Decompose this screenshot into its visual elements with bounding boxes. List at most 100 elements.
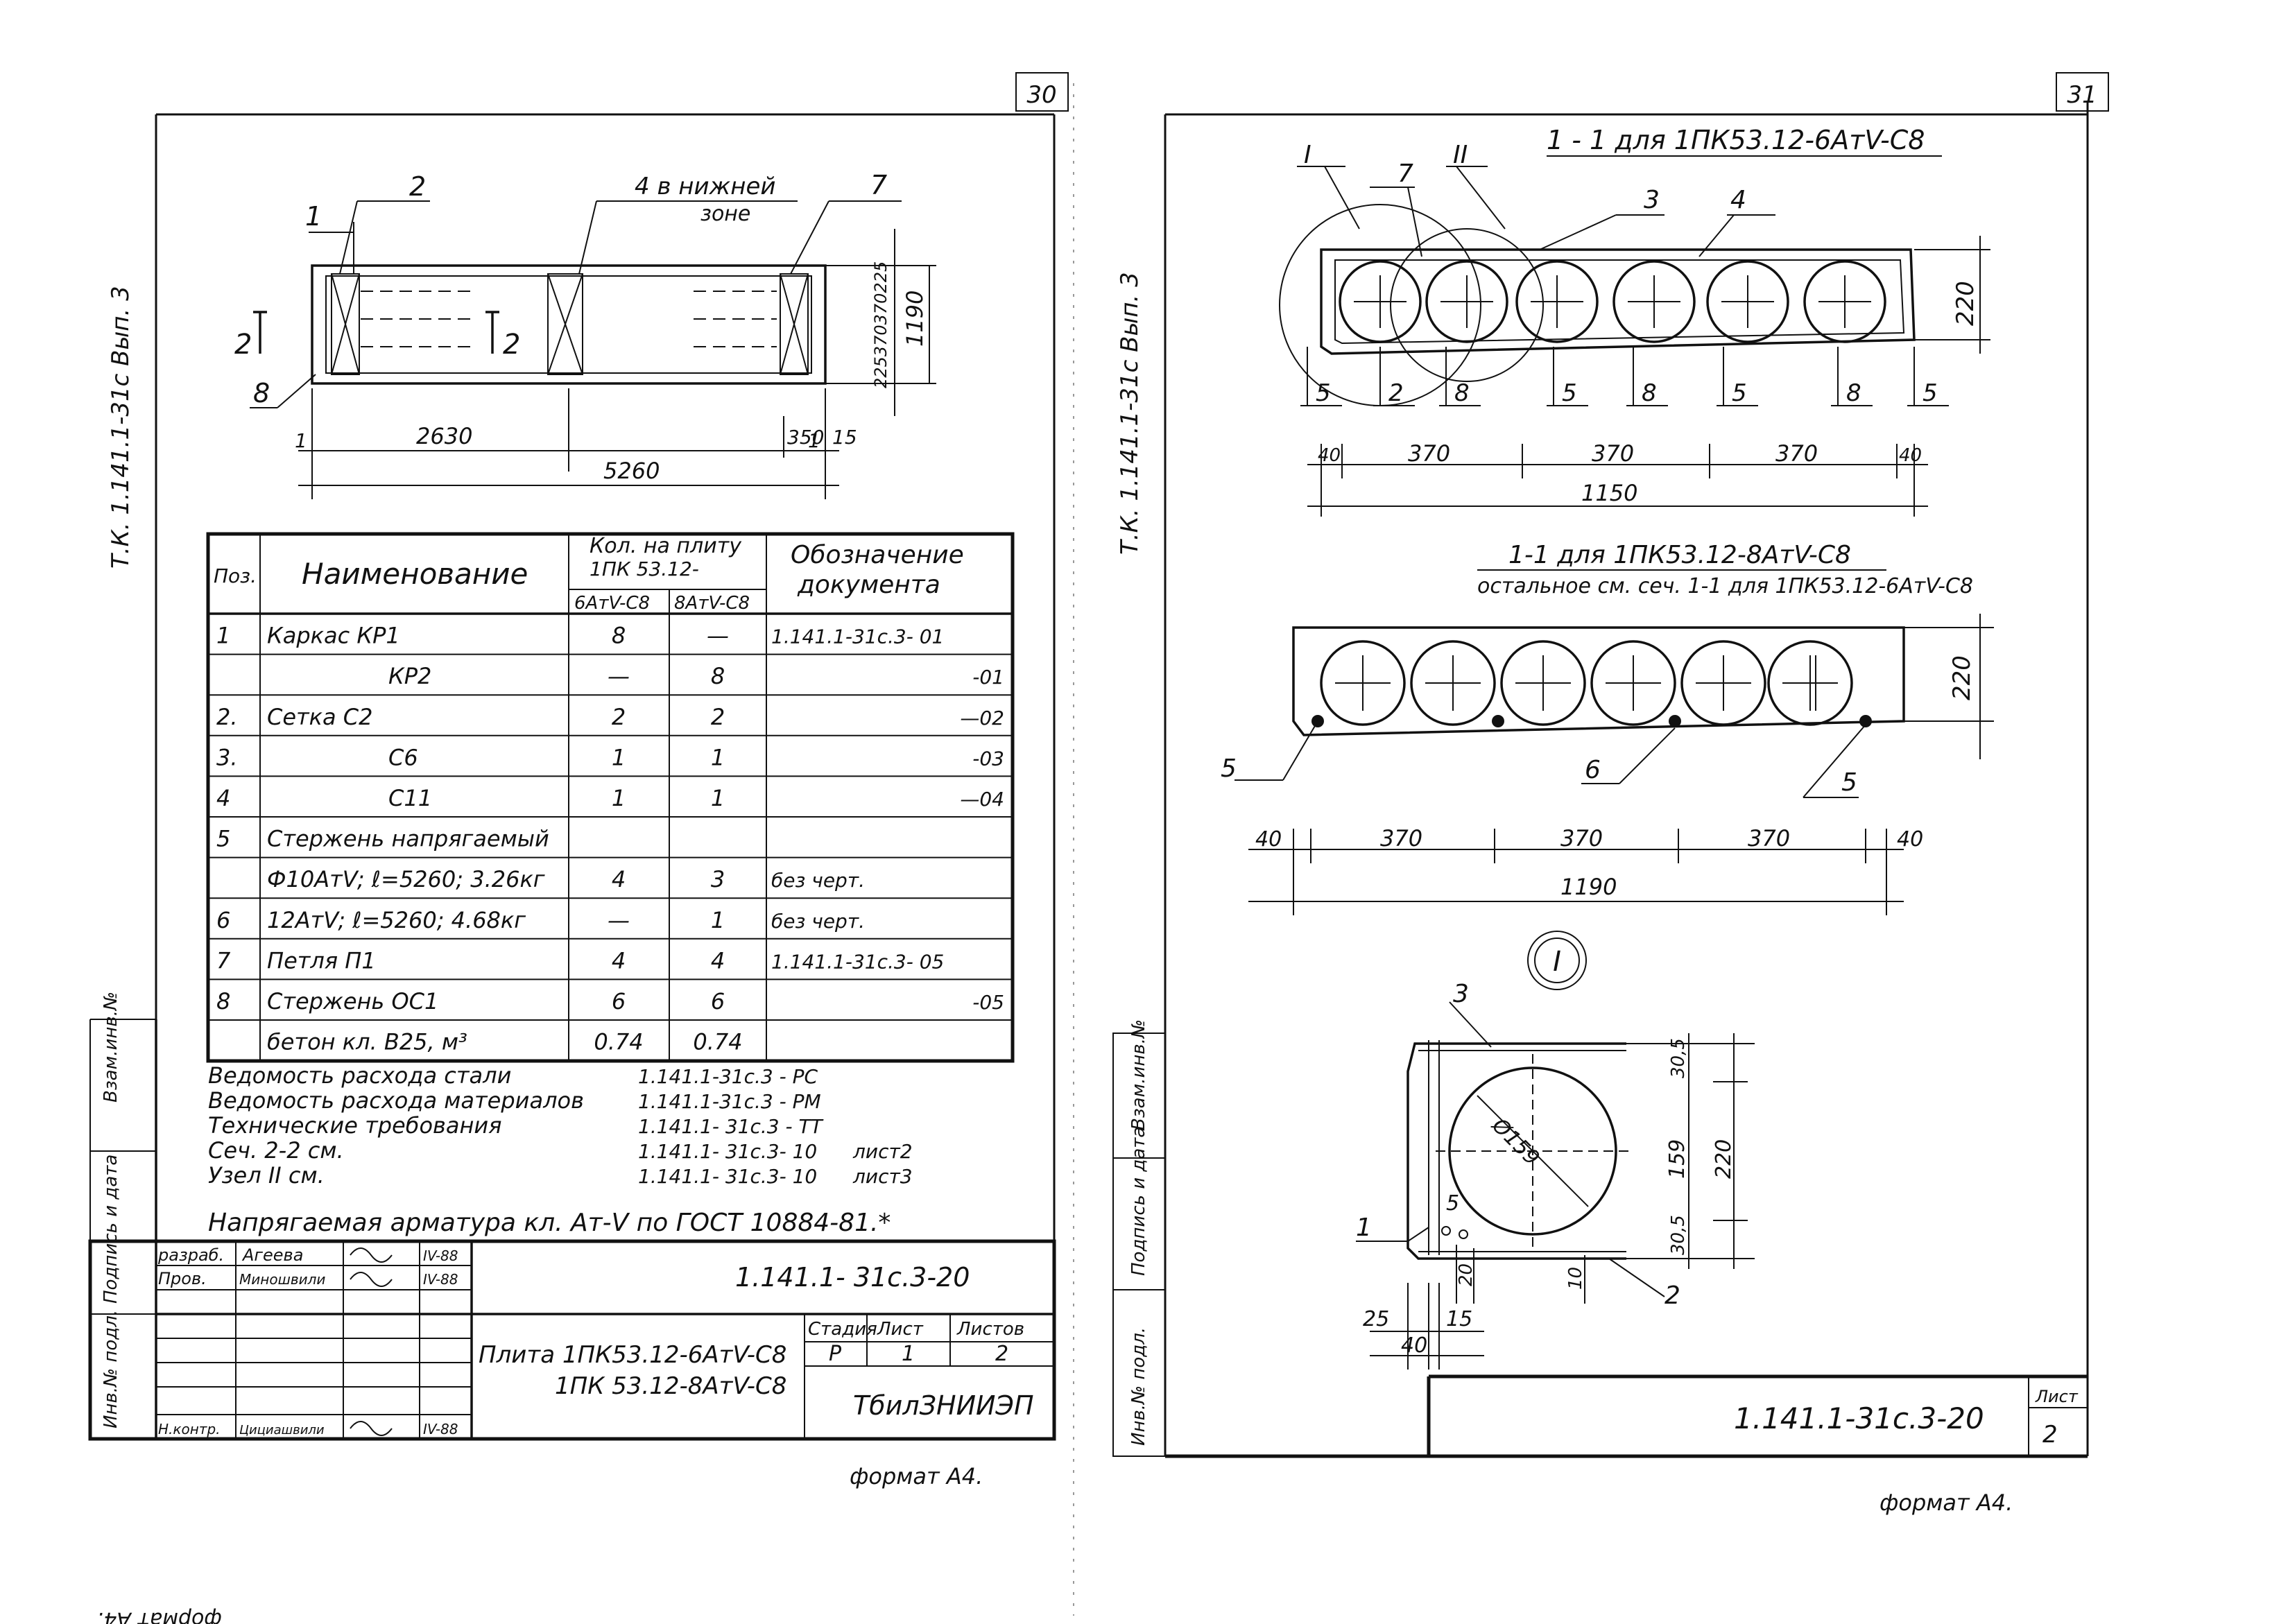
note-ref: 1.141.1- 31с.3 - ТТ [638,1115,824,1138]
svg-text:5: 5 [1446,1191,1459,1216]
void-circle [1803,260,1886,343]
svg-text:20: 20 [1456,1263,1477,1286]
table-cell-a: — [608,663,630,689]
svg-text:220: 220 [1952,281,1979,326]
svg-text:30,5: 30,5 [1668,1038,1689,1078]
table-cell-pos: 3. [216,744,238,770]
table-cell-pos: 7 [216,947,231,974]
note-reinforcement: Напрягаемая арматура кл. Ат-V по ГОСТ 10… [208,1209,891,1237]
table-cell-b: 4 [711,947,725,974]
table-cell-b: 1 [711,907,725,933]
table-cell-a: 1 [612,785,626,811]
svg-text:2: 2 [503,329,520,361]
table-cell-doc: —04 [960,788,1004,811]
note-text: Узел II см. [208,1162,325,1189]
leader-label: 5 [1732,379,1747,407]
svg-text:8: 8 [253,378,270,408]
note-ref: 1.141.1-31с.3 - РС [638,1065,818,1088]
svg-text:2630: 2630 [416,423,472,449]
svg-text:4 в нижней: 4 в нижней [635,173,776,200]
svg-text:остальное см. сеч. 1-1 для 1ПК: остальное см. сеч. 1-1 для 1ПК53.12-6АтV… [1477,574,1973,598]
svg-text:10: 10 [1565,1267,1586,1290]
svg-text:220: 220 [1712,1139,1736,1179]
svg-text:40: 40 [1899,445,1922,466]
leader-label: 5 [1562,379,1577,407]
svg-text:370: 370 [1775,440,1818,467]
void-circle [1680,640,1766,726]
svg-text:350: 350 [787,426,824,449]
svg-text:Листов: Листов [956,1319,1024,1340]
svg-text:370: 370 [1748,825,1790,852]
table-cell-pos: 6 [216,907,230,933]
svg-text:40: 40 [1897,827,1923,852]
table-cell-b: 3 [711,866,725,892]
svg-text:370: 370 [1380,825,1422,852]
note-extra: лист3 [852,1165,913,1188]
svg-text:2: 2 [234,329,252,361]
table-cell-pos: 4 [216,785,230,811]
svg-text:Агеева: Агеева [241,1245,303,1265]
bleed-through-text: формат А4. [97,1607,222,1624]
svg-text:220: 220 [1948,655,1976,700]
svg-text:Лист: Лист [2035,1387,2079,1406]
table-cell-b: 1 [711,785,725,811]
section-title-2: 1-1 для 1ПК53.12-8АтV-С8 [1508,541,1851,569]
table-cell-a: 1 [612,744,626,770]
specification-table: Поз. Наименование Кол. на плиту 1ПК 53.1… [206,532,1015,1063]
svg-text:Инв.№ подл.: Инв.№ подл. [101,1310,121,1428]
svg-text:15: 15 [1446,1307,1472,1331]
svg-text:6: 6 [1585,756,1601,784]
page-number-left: 30 [1026,81,1056,109]
svg-text:40: 40 [1401,1333,1427,1358]
svg-text:Подпись и дата: Подпись и дата [1128,1127,1149,1276]
table-cell-doc: 1.141.1-31с.3- 05 [771,950,944,973]
title-block-left: Взам.инв.№ Подпись и дата Инв.№ подл. ра… [88,992,1056,1441]
svg-text:1: 1 [1356,1213,1372,1242]
svg-text:1: 1 [295,429,307,452]
svg-text:IV-88: IV-88 [423,1421,458,1437]
table-cell-name: Каркас КР1 [267,623,400,649]
svg-text:1190: 1190 [902,291,928,347]
void-circle [1500,640,1586,726]
svg-text:Взам.инв.№: Взам.инв.№ [1128,1019,1149,1130]
void-circle [1339,260,1422,343]
svg-text:Миношвили: Миношвили [239,1271,325,1288]
table-cell-b: 1 [711,744,725,770]
note-ref: 1.141.1-31с.3 - РМ [638,1090,821,1113]
table-cell-name: С6 [388,744,418,770]
right-sheet: 31 Т.К. 1.141.1-31с Вып. 3 1 - 1 для 1ПК… [1112,72,2109,1516]
void-circle [1590,640,1676,726]
table-cell-name: Петля П1 [267,947,376,974]
side-label-right: Т.К. 1.141.1-31с Вып. 3 [1116,272,1144,555]
side-label-left: Т.К. 1.141.1-31с Вып. 3 [107,286,135,569]
svg-text:ТбилЗНИИЭП: ТбилЗНИИЭП [853,1390,1034,1421]
title-block-right: Взам.инв.№ Подпись и дата Инв.№ подл. 1.… [1112,1019,2088,1458]
svg-text:40: 40 [1255,827,1282,852]
void-circle [1612,260,1696,343]
svg-text:8АтV-С8: 8АтV-С8 [674,593,750,614]
leader-label: 2 [1388,379,1404,407]
note-extra: лист2 [852,1140,913,1163]
svg-text:Ø159: Ø159 [1486,1112,1544,1170]
svg-text:1190: 1190 [1560,874,1617,900]
void-circle [1320,640,1406,726]
table-cell-pos: 8 [216,988,230,1014]
svg-text:15: 15 [832,426,857,449]
table-cell-a: 0.74 [594,1029,643,1055]
svg-text:5260: 5260 [603,458,660,484]
svg-text:370: 370 [1592,440,1634,467]
note-text: Технические требования [208,1112,501,1139]
svg-text:1: 1 [305,201,322,232]
table-cell-name: КР2 [388,663,431,689]
svg-text:5: 5 [1841,768,1857,797]
node-I: I Ø159 3 1 5 2 30 [1356,931,1755,1370]
page-number-right: 31 [2067,81,2097,109]
section-title-1: 1 - 1 для 1ПК53.12-6АтV-С8 [1547,125,1925,155]
void-circle [1706,260,1789,343]
svg-text:2: 2 [995,1342,1008,1366]
svg-text:IV-88: IV-88 [423,1247,458,1264]
table-cell-doc: без черт. [771,910,865,933]
svg-text:II: II [1453,141,1468,169]
